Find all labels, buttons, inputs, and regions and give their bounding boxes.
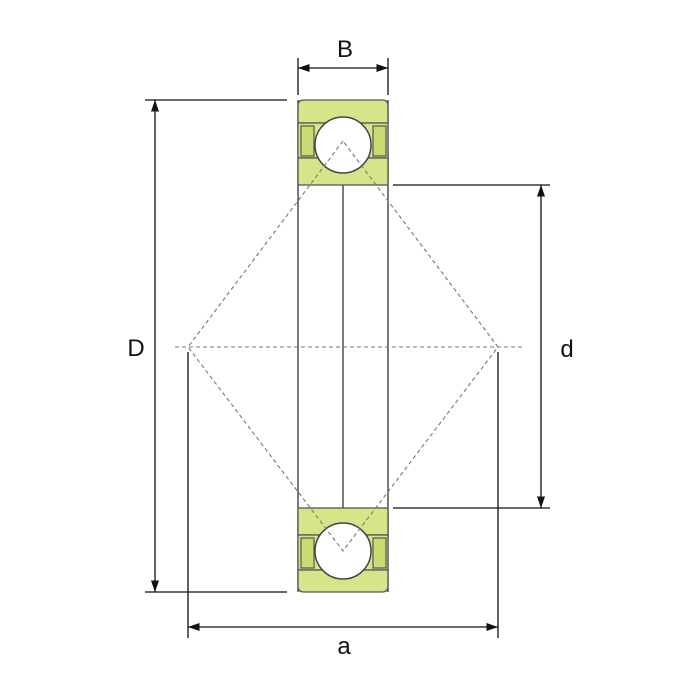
bearing-top-section: [297, 99, 389, 186]
dimension-a: a: [187, 352, 499, 660]
label-B: B: [337, 36, 353, 63]
label-D: D: [127, 335, 144, 362]
label-d: d: [560, 336, 573, 363]
dimension-B: B: [297, 36, 389, 95]
dimension-D: D: [127, 99, 287, 593]
bearing-bottom-section: [297, 507, 389, 593]
ball-top: [314, 116, 372, 174]
label-a: a: [337, 633, 351, 660]
dimension-d: d: [393, 184, 574, 509]
contact-lines: [175, 140, 522, 552]
